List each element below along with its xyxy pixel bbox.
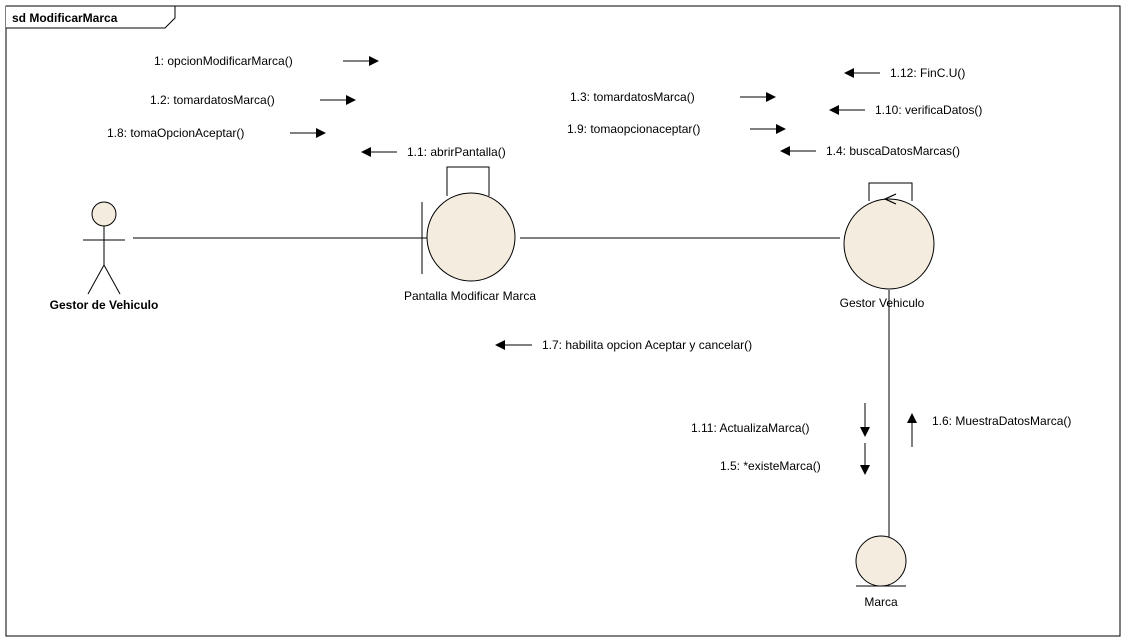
frame-title: sd ModificarMarca [12, 11, 118, 25]
control-name: Gestor Vehiculo [840, 296, 925, 310]
control-gestor-vehiculo[interactable] [843, 193, 935, 290]
self-link-control [868, 182, 913, 201]
message-1-5-label: 1.5: *existeMarca() [720, 459, 821, 473]
control-circle [843, 198, 935, 290]
actor-name: Gestor de Vehiculo [50, 298, 159, 312]
actor-right-leg [103, 264, 121, 295]
self-link-boundary [446, 166, 490, 196]
message-1-8-label: 1.8: tomaOpcionAceptar() [107, 126, 244, 140]
frame-tab [6, 5, 176, 29]
boundary-pantalla-modificar-marca[interactable] [421, 192, 516, 282]
frame-border [5, 5, 1121, 637]
message-1-4-label: 1.4: buscaDatosMarcas() [826, 144, 960, 158]
entity-circle [855, 535, 907, 587]
boundary-circle [426, 192, 516, 282]
entity-marca[interactable] [855, 535, 907, 587]
boundary-name: Pantalla Modificar Marca [404, 289, 536, 303]
entity-name: Marca [864, 595, 898, 609]
message-1-10-label: 1.10: verificaDatos() [875, 103, 982, 117]
message-1-7-label: 1.7: habilita opcion Aceptar y cancelar(… [542, 338, 752, 352]
message-1-3-label: 1.3: tomardatosMarca() [570, 90, 695, 104]
actor-head [91, 201, 117, 227]
message-1-6-label: 1.6: MuestraDatosMarca() [932, 414, 1071, 428]
actor-left-leg [87, 264, 105, 295]
message-1-12-label: 1.12: FinC.U() [890, 66, 965, 80]
actor-gestor-de-vehiculo[interactable] [83, 201, 125, 295]
message-1-1-label: 1.1: abrirPantalla() [407, 145, 506, 159]
control-arrow-icon [883, 193, 897, 205]
message-1-label: 1: opcionModificarMarca() [154, 54, 293, 68]
message-1-2-label: 1.2: tomardatosMarca() [150, 93, 275, 107]
message-1-9-label: 1.9: tomaopcionaceptar() [567, 122, 700, 136]
message-1-11-label: 1.11: ActualizaMarca() [691, 421, 810, 435]
